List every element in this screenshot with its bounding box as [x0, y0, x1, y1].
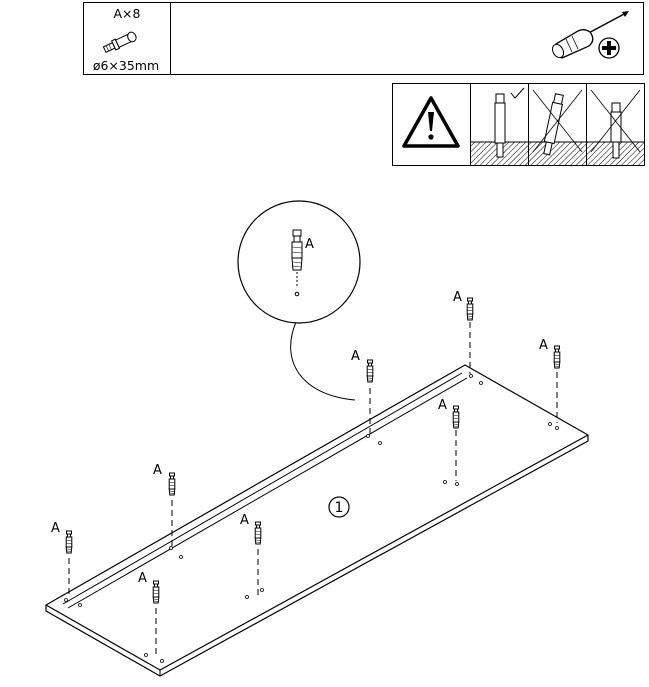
- fastener-label: A: [453, 290, 462, 305]
- cam-bolt: [366, 359, 374, 383]
- fastener-label: A: [539, 338, 548, 353]
- cam-bolts: [68, 322, 558, 654]
- step-number-badge: [328, 496, 350, 518]
- cam-bolt: [168, 472, 176, 496]
- fastener-label: A: [51, 521, 60, 536]
- correct-insertion-icon: [471, 87, 528, 165]
- detail-callout: A: [237, 200, 361, 401]
- screwdriver-icon: [551, 11, 629, 59]
- cam-bolt: [152, 580, 160, 604]
- exclamation-triangle-icon: [402, 96, 460, 148]
- parts-header: A×8 ø6×35mm: [83, 2, 644, 75]
- fastener-labels: A A A A A A A A: [51, 290, 548, 586]
- cam-bolt: [553, 345, 561, 369]
- cam-bolt: [452, 405, 460, 429]
- wrong-tilted-insertion-icon: [529, 89, 586, 165]
- warning-panel: [392, 83, 645, 166]
- step-number: 1: [335, 500, 344, 516]
- wrong-deep-insertion-icon: [587, 89, 644, 165]
- cam-bolt: [254, 521, 262, 545]
- fastener-label: A: [138, 571, 147, 586]
- fastener-label: A: [240, 513, 249, 528]
- cam-bolt: [466, 297, 474, 321]
- fastener-label: A: [153, 463, 162, 478]
- part-dimension: ø6×35mm: [93, 58, 159, 73]
- board-holes: [64, 374, 559, 663]
- part-quantity: A×8: [114, 6, 141, 21]
- fastener-label: A: [351, 349, 360, 364]
- fastener-label: A: [438, 398, 447, 413]
- cam-bolt-detail: [291, 229, 303, 297]
- phillips-icon: [598, 37, 620, 59]
- callout-label: A: [305, 237, 314, 252]
- cam-bolt-part-icon: [102, 31, 137, 53]
- board-panel: 1: [45, 364, 589, 677]
- cam-bolt: [65, 530, 73, 554]
